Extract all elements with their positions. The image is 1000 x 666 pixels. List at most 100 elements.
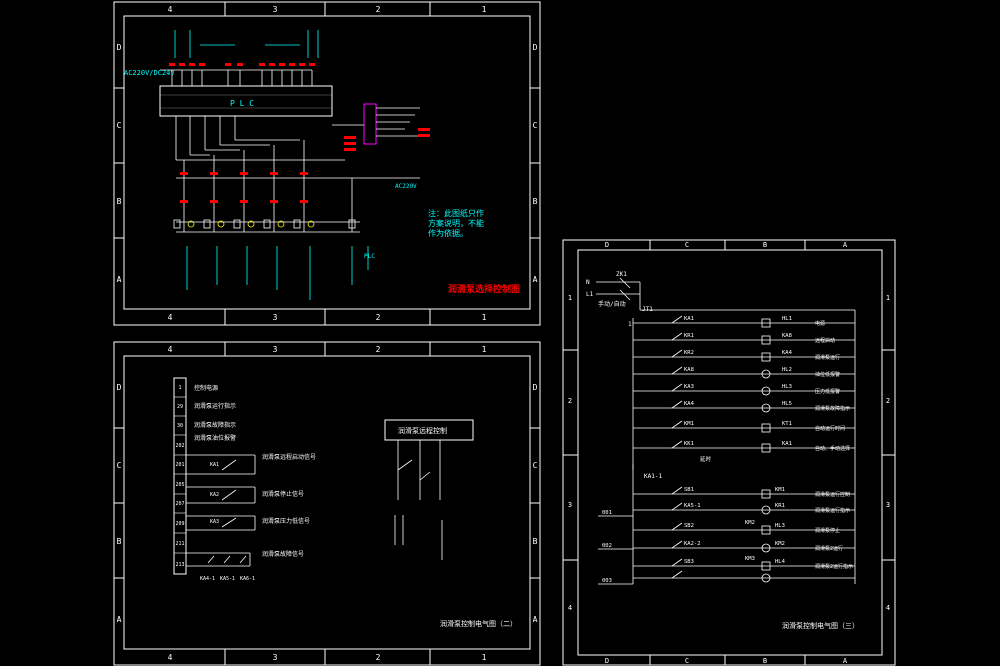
sheet-1-plc-control: 4 3 2 1 4 3 2 1 D C B A D C B A <box>113 1 541 326</box>
s3-ruler-right-1: 2 <box>886 397 890 405</box>
sheet1-outer-frame <box>113 1 541 326</box>
s2-ruler-left-2: B <box>117 537 122 546</box>
rail-desc-0: 电源 <box>815 320 825 327</box>
s3-ruler-bottom-0: D <box>605 657 609 665</box>
s3-ruler-bottom-2: B <box>763 657 767 665</box>
selector-label: 手动/自动 <box>598 300 626 308</box>
left-label-0: 001 <box>602 510 612 516</box>
note-line-1: 方案说明，不能 <box>428 218 484 228</box>
kt-note: 延时 <box>700 455 712 463</box>
contact-ka3: KA3 <box>210 519 219 525</box>
sheet1-output-wiring <box>175 116 420 233</box>
rail-device-11: KM2 <box>775 541 785 547</box>
sheet3-inner-frame <box>577 249 883 656</box>
s1-ruler-bottom-2: 2 <box>376 313 381 322</box>
bottom-contact-0: KA4-1 <box>200 576 215 582</box>
rail-desc-10: 润滑泵停止 <box>815 527 840 534</box>
ladder-descriptions: 电源 远程启动 润滑泵运行 油位低报警 压力低报警 润滑泵故障指示 自动运行时间… <box>815 320 853 570</box>
s1-ruler-bottom-0: 4 <box>168 313 173 322</box>
rail-contact-4: KA3 <box>684 384 694 390</box>
rail-device-6: KT1 <box>782 421 792 427</box>
rail-contact-8: SB1 <box>684 487 694 493</box>
ka-node-label: KA1-1 <box>644 473 662 480</box>
sheet1-output-columns <box>183 140 353 232</box>
terminal-numbers: 1 29 30 202 201 205 207 209 211 213 <box>175 385 184 568</box>
s3-ruler-left-3: 4 <box>568 604 572 612</box>
sheet1-coils <box>173 219 356 229</box>
rail-device-0: HL1 <box>782 316 792 322</box>
note-line-2: 作为依据。 <box>428 228 468 238</box>
s1-ruler-left-0: D <box>117 43 122 52</box>
rail-device-3: HL2 <box>782 367 792 373</box>
terminal-row-labels: 控制电源 润滑泵运行指示 润滑泵故障指示 润滑泵油位报警 润滑泵远程启动信号 润… <box>194 384 316 558</box>
terminal-block <box>173 377 187 575</box>
output-supply-label: AC220V <box>395 183 417 190</box>
s1-ruler-bottom-3: 1 <box>482 313 487 322</box>
rail-device-10: HL3 <box>775 523 785 529</box>
terminal-8: 211 <box>175 541 184 547</box>
terminal-4: 201 <box>175 462 184 468</box>
sheet1-note: 注：此图纸只作 方案说明，不能 作为依据。 <box>428 208 484 238</box>
s3-ruler-left-2: 3 <box>568 501 572 509</box>
timer-label: JT1 <box>642 306 653 313</box>
rail-device-5: HL5 <box>782 401 792 407</box>
ladder-rungs <box>632 315 855 583</box>
row-label-4: 润滑泵远程启动信号 <box>262 453 316 461</box>
sheet-2-remote-control: 4 3 2 1 4 3 2 1 D C B A D C B A 1 <box>113 341 541 666</box>
contact-ka1: KA1 <box>210 462 219 468</box>
remote-box-label: 润滑泵远程控制 <box>398 426 447 435</box>
rail-desc-7: 自动、手动选择 <box>815 445 850 452</box>
sheet1-input-labels <box>174 30 319 58</box>
rail-device-2: KA4 <box>782 350 793 356</box>
s1-ruler-right-0: D <box>533 43 538 52</box>
bottom-contact-1: KA5-1 <box>220 576 235 582</box>
supply-label: AC220V/DC24V <box>124 69 175 77</box>
sheet1-output-relays <box>180 172 308 203</box>
s2-ruler-right-3: A <box>533 615 538 624</box>
s1-ruler-right-1: C <box>533 121 538 130</box>
s2-ruler-bottom-1: 3 <box>273 653 278 662</box>
s2-ruler-top-3: 1 <box>482 345 487 354</box>
rail-contact-6: KM1 <box>684 421 694 427</box>
s3-ruler-top-0: D <box>605 241 609 249</box>
s3-ruler-bottom-1: C <box>685 657 689 665</box>
km3-label: KM3 <box>745 556 755 562</box>
left-label-1: 002 <box>602 543 612 549</box>
rail-contact-0: KA1 <box>684 316 694 322</box>
l-label: L1 <box>586 291 594 298</box>
rail-device-7: KA1 <box>782 441 792 447</box>
s1-ruler-top-2: 2 <box>376 5 381 14</box>
row-label-0: 控制电源 <box>194 384 218 392</box>
rail-contact-7: KK1 <box>684 441 694 447</box>
s2-ruler-left-0: D <box>117 383 122 392</box>
rail-desc-4: 压力低报警 <box>815 388 840 395</box>
sheet3-outer-frame <box>562 239 896 666</box>
s1-ruler-left-2: B <box>117 197 122 206</box>
s1-ruler-right-2: B <box>533 197 538 206</box>
terminal-0: 1 <box>178 385 181 391</box>
s3-ruler-right-2: 3 <box>886 501 890 509</box>
s3-ruler-left-1: 2 <box>568 397 572 405</box>
rail-device-8: KM1 <box>775 487 785 493</box>
rail-contact-10: SB2 <box>684 523 694 529</box>
rail-contact-1: KR1 <box>684 333 694 339</box>
contact-ka2: KA2 <box>210 492 219 498</box>
plc-block <box>159 85 333 117</box>
s2-ruler-right-0: D <box>533 383 538 392</box>
rail-contact-11: KA2-2 <box>684 541 701 547</box>
row-label-3: 润滑泵油位报警 <box>194 434 236 442</box>
bottom-contact-2: KA6-1 <box>240 576 255 582</box>
rail-desc-12: 润滑泵2运行指示 <box>815 563 853 570</box>
row-label-7: 润滑泵故障信号 <box>262 550 304 558</box>
s2-ruler-bottom-2: 2 <box>376 653 381 662</box>
remote-box <box>384 419 474 441</box>
rail-desc-2: 润滑泵运行 <box>815 354 840 361</box>
expansion-module <box>363 103 377 145</box>
sheet1-input-markers <box>169 63 315 66</box>
n-label: N <box>586 279 590 286</box>
sheet3-title: 润滑泵控制电气图（三） <box>782 621 859 630</box>
rail-device-4: HL3 <box>782 384 792 390</box>
ladder-contact-labels: KA1 KR1 KR2 KA8 KA3 KA4 KM1 KK1 SB1 KA5-… <box>684 316 701 565</box>
breaker-label: ZK1 <box>616 271 627 278</box>
sheet1-bottom-labels <box>186 246 369 300</box>
